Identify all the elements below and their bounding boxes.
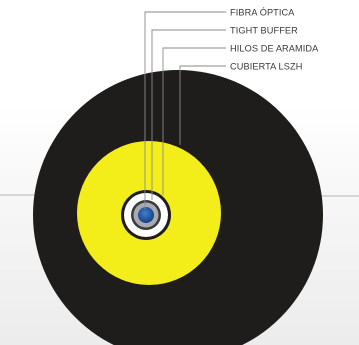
- label-tight-buffer: TIGHT BUFFER: [230, 26, 298, 36]
- leader-line-tight-buffer: [151, 29, 226, 200]
- leader-line-cubierta-lszh: [179, 65, 226, 145]
- label-cubierta-lszh: CUBIERTA LSZH: [230, 62, 302, 72]
- fibra-optica-core: [138, 207, 154, 223]
- leader-line-fibra-optica: [144, 11, 226, 209]
- label-hilos-aramida: HILOS DE ARAMIDA: [230, 44, 319, 54]
- leader-line-hilos-aramida: [162, 47, 226, 195]
- label-fibra-optica: FIBRA ÓPTICA: [230, 8, 295, 18]
